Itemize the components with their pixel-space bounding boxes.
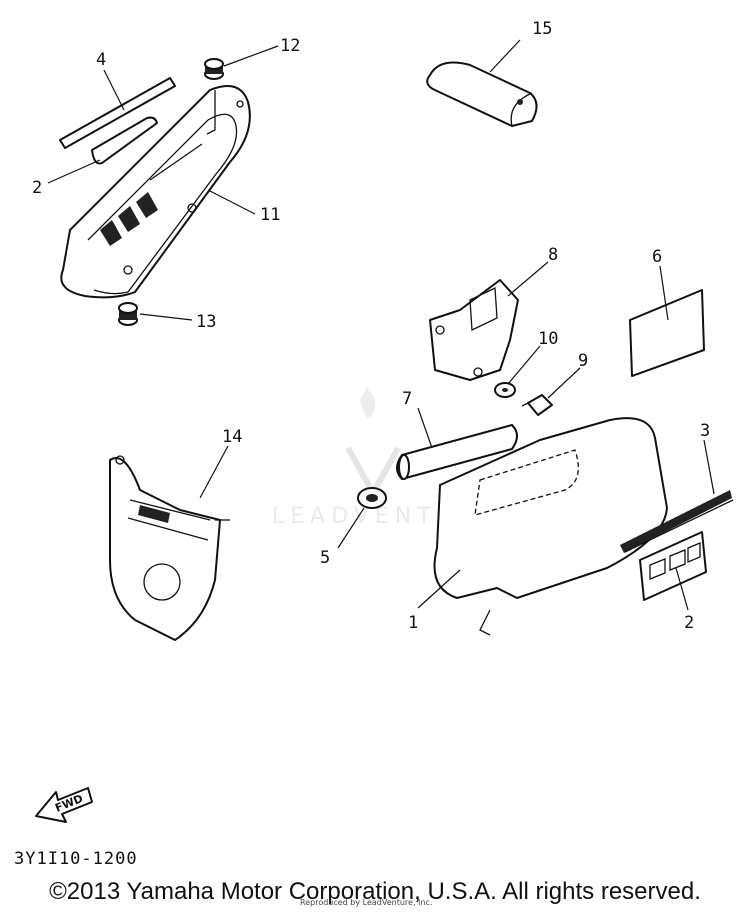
- diagram-part-code: 3Y1I10-1200: [14, 849, 138, 869]
- part-10-washer[interactable]: [494, 382, 516, 398]
- callout-8: 8: [548, 245, 558, 265]
- part-4-strip[interactable]: [59, 77, 176, 149]
- callout-11: 11: [260, 205, 280, 225]
- callout-13: 13: [196, 312, 216, 332]
- callout-14: 14: [222, 427, 242, 447]
- callout-15: 15: [532, 19, 552, 39]
- callout-2-upper: 2: [32, 178, 42, 198]
- callout-2-lower: 2: [684, 613, 694, 633]
- part-13-grommet[interactable]: [118, 302, 138, 326]
- callout-10: 10: [538, 329, 558, 349]
- callout-9: 9: [578, 351, 588, 371]
- callout-5: 5: [320, 548, 330, 568]
- part-3-stripe-decal[interactable]: [620, 490, 734, 553]
- part-8-bracket[interactable]: [429, 279, 519, 381]
- part-2-emblem-250[interactable]: [639, 531, 707, 601]
- part-11-side-cover[interactable]: [60, 85, 251, 299]
- callout-7: 7: [402, 389, 412, 409]
- part-12-grommet[interactable]: [204, 58, 224, 80]
- leader-lines: [47, 39, 715, 611]
- part-1-side-cover[interactable]: [433, 417, 668, 636]
- callout-4: 4: [96, 50, 106, 70]
- callout-12: 12: [280, 36, 300, 56]
- callout-1: 1: [408, 613, 418, 633]
- part-7-foam[interactable]: [396, 424, 518, 480]
- copyright-notice: ©2013 Yamaha Motor Corporation, U.S.A. A…: [49, 878, 701, 905]
- part-15-pad[interactable]: [426, 61, 538, 127]
- fwd-arrow-icon: FWD: [35, 787, 93, 823]
- reproduced-by-notice: Reproduced by LeadVenture, Inc.: [300, 898, 433, 907]
- callout-6: 6: [652, 247, 662, 267]
- part-2-emblem-upper[interactable]: [91, 116, 158, 165]
- callout-3: 3: [700, 421, 710, 441]
- callout-labels: 1 2 2 3 4 5 6 7 8 9 10 11 12 13 14 15: [32, 19, 710, 633]
- part-5-grommet[interactable]: [357, 487, 387, 509]
- part-14-lower-cover[interactable]: [109, 455, 230, 641]
- part-6-decal-sheet[interactable]: [629, 289, 705, 377]
- part-9-bolt[interactable]: [521, 394, 553, 416]
